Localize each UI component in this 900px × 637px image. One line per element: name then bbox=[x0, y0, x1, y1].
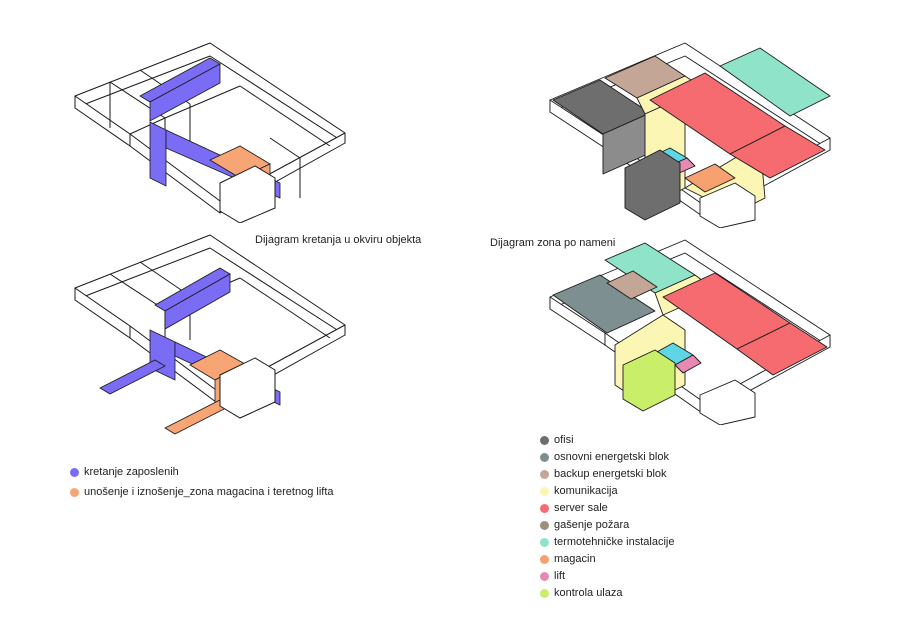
movement-diagram-upper bbox=[74, 42, 346, 223]
legend-item: magacin bbox=[540, 551, 674, 568]
legend-swatch-icon bbox=[540, 572, 549, 581]
legend-label: termotehničke instalacije bbox=[554, 536, 675, 548]
movement-diagram-lower bbox=[74, 234, 346, 435]
legend-item: gašenje požara bbox=[540, 517, 674, 534]
legend-item: kretanje zaposlenih bbox=[70, 462, 334, 482]
legend-swatch-icon bbox=[70, 487, 79, 497]
legend-label: komunikacija bbox=[554, 485, 618, 497]
zones-legend: ofisi osnovni energetski blok backup energ… bbox=[540, 432, 674, 602]
legend-item: server sale bbox=[540, 500, 674, 517]
legend-item: termotehničke instalacije bbox=[540, 534, 674, 551]
legend-label: ofisi bbox=[554, 434, 574, 446]
legend-label: server sale bbox=[554, 502, 608, 514]
legend-swatch-icon bbox=[540, 453, 549, 462]
legend-swatch-icon bbox=[540, 487, 549, 496]
legend-item: ofisi bbox=[540, 432, 674, 449]
legend-swatch-icon bbox=[540, 521, 549, 530]
legend-swatch-icon bbox=[540, 538, 549, 547]
legend-label: magacin bbox=[554, 553, 596, 565]
legend-label: osnovni energetski blok bbox=[554, 451, 669, 463]
zones-diagram-upper bbox=[549, 42, 831, 228]
legend-swatch-icon bbox=[540, 555, 549, 564]
legend-item: unošenje i iznošenje_zona magacina i ter… bbox=[70, 482, 334, 502]
zones-diagram-lower bbox=[549, 239, 831, 425]
legend-label: unošenje i iznošenje_zona magacina i ter… bbox=[84, 486, 334, 498]
legend-label: gašenje požara bbox=[554, 519, 630, 531]
legend-swatch-icon bbox=[70, 467, 79, 477]
legend-label: kontrola ulaza bbox=[554, 587, 623, 599]
legend-label: lift bbox=[554, 570, 565, 582]
legend-label: kretanje zaposlenih bbox=[84, 466, 179, 478]
legend-item: kontrola ulaza bbox=[540, 585, 674, 602]
legend-item: backup energetski blok bbox=[540, 466, 674, 483]
legend-item: lift bbox=[540, 568, 674, 585]
legend-item: komunikacija bbox=[540, 483, 674, 500]
legend-label: backup energetski blok bbox=[554, 468, 667, 480]
legend-swatch-icon bbox=[540, 436, 549, 445]
movement-diagram-caption: Dijagram kretanja u okviru objekta bbox=[255, 234, 422, 246]
legend-swatch-icon bbox=[540, 504, 549, 513]
legend-swatch-icon bbox=[540, 589, 549, 598]
zones-diagram-caption: Dijagram zona po nameni bbox=[490, 237, 616, 249]
legend-item: osnovni energetski blok bbox=[540, 449, 674, 466]
legend-swatch-icon bbox=[540, 470, 549, 479]
movement-legend: kretanje zaposlenih unošenje i iznošenje_… bbox=[70, 462, 334, 502]
